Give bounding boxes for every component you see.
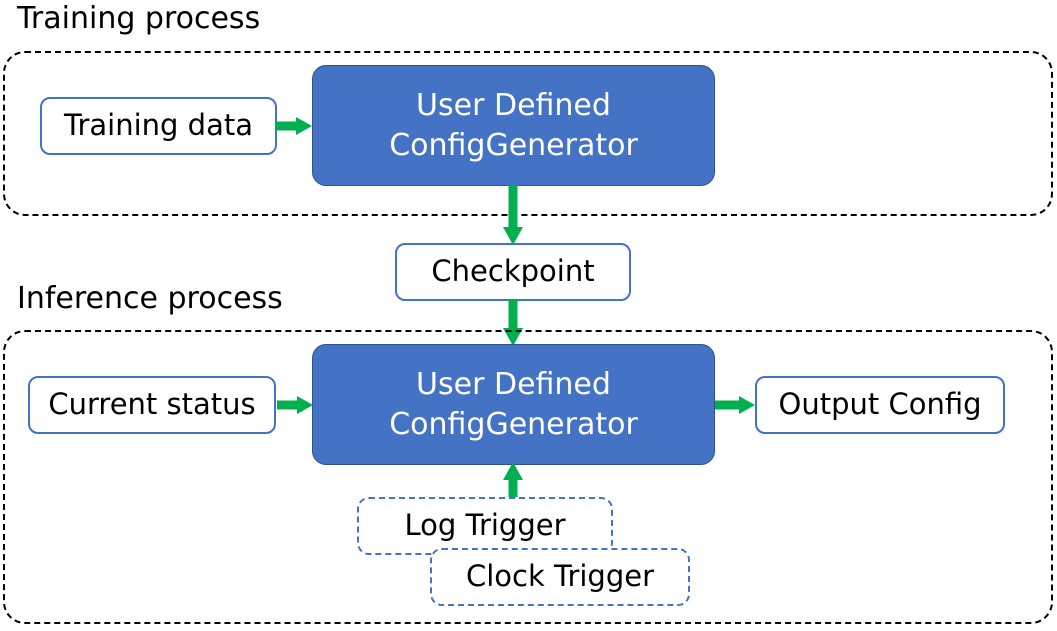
training-process-container <box>3 51 1053 216</box>
checkpoint-box[interactable]: Checkpoint <box>395 243 631 301</box>
output-config-box[interactable]: Output Config <box>755 376 1005 434</box>
clock-trigger-box[interactable]: Clock Trigger <box>430 548 690 606</box>
clock-trigger-label: Clock Trigger <box>465 559 655 594</box>
checkpoint-label: Checkpoint <box>431 254 595 289</box>
training-process-caption: Training process <box>17 1 261 36</box>
training-config-generator-line2: ConfigGenerator <box>389 127 638 163</box>
log-trigger-box[interactable]: Log Trigger <box>357 497 613 555</box>
arrow-training-data-to-generator <box>276 117 312 135</box>
inference-process-caption: Inference process <box>17 281 283 316</box>
arrow-current-status-to-inference-generator <box>277 396 313 414</box>
current-status-box[interactable]: Current status <box>28 376 276 434</box>
arrow-checkpoint-to-inference-generator <box>503 300 523 346</box>
output-config-label: Output Config <box>778 387 982 422</box>
current-status-label: Current status <box>48 387 256 422</box>
log-trigger-label: Log Trigger <box>404 508 566 543</box>
inference-config-generator-line1: User Defined <box>416 366 611 402</box>
training-data-box[interactable]: Training data <box>40 97 277 155</box>
training-config-generator-box[interactable]: User Defined ConfigGenerator <box>312 65 715 186</box>
inference-process-container <box>3 330 1053 624</box>
inference-config-generator-line2: ConfigGenerator <box>389 406 638 442</box>
arrow-inference-generator-to-output-config <box>715 396 755 414</box>
arrow-training-generator-to-checkpoint <box>503 185 523 245</box>
training-data-label: Training data <box>64 108 253 143</box>
inference-config-generator-box[interactable]: User Defined ConfigGenerator <box>312 344 715 465</box>
training-config-generator-line1: User Defined <box>416 87 611 123</box>
